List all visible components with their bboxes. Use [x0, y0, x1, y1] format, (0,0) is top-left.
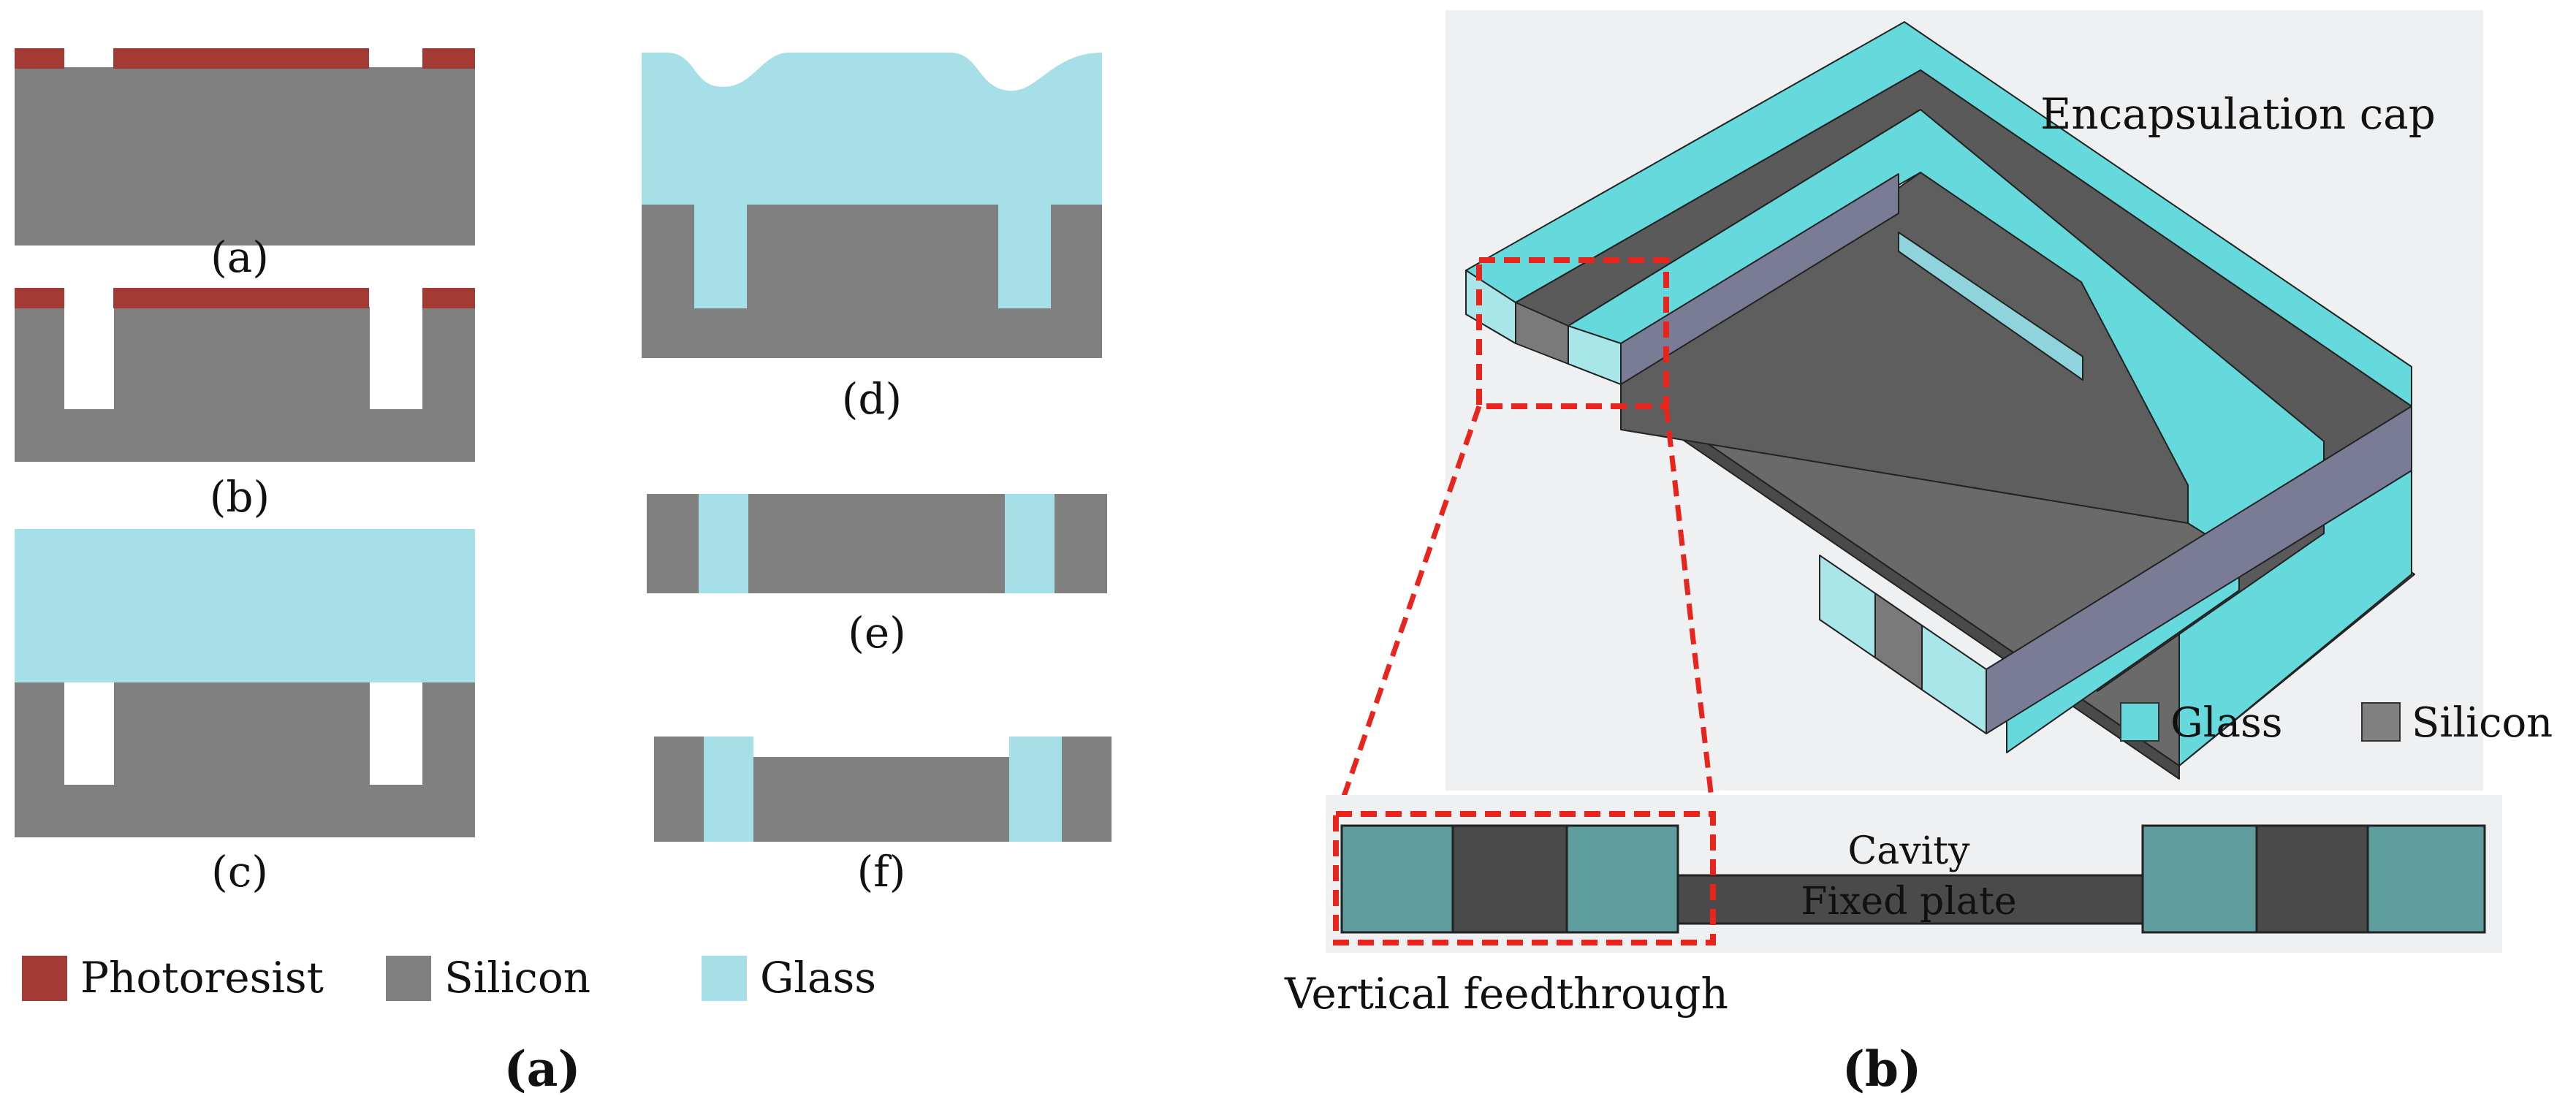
glass-layer	[15, 529, 475, 684]
glass-filled-trench	[998, 205, 1051, 308]
glass-via	[699, 494, 748, 593]
cavity-wall	[1898, 232, 2083, 381]
section-glass	[1565, 824, 1679, 934]
panel-a: (a) (b) (c) (d)	[15, 48, 1112, 1097]
legend-label: Photoresist	[80, 953, 324, 1002]
photoresist-segment	[113, 288, 369, 308]
section-silicon	[2255, 824, 2369, 934]
cavity-floor	[1620, 172, 2189, 524]
legend-swatch-silicon	[386, 956, 431, 1001]
glass-via	[1005, 494, 1055, 593]
feedthrough-label: Vertical feedthrough	[1284, 969, 1728, 1019]
panel-label: (a)	[504, 1040, 580, 1097]
step-e-diagram	[647, 494, 1107, 593]
legend-label: Silicon	[444, 953, 590, 1002]
highlight-box	[1476, 257, 1669, 409]
left-face-side-shadow	[1620, 173, 1899, 385]
thinned-silicon-plate	[753, 757, 1009, 842]
etched-trench	[64, 682, 114, 785]
reflowed-glass	[642, 53, 1102, 206]
step-c-diagram	[15, 529, 475, 837]
section-fixed-plate	[1676, 874, 2144, 925]
photoresist-segment	[15, 288, 64, 308]
glass-filled-trench	[694, 205, 747, 308]
step-label: (e)	[848, 608, 906, 658]
section-glass	[2366, 824, 2486, 934]
front-face-side-shadow	[1986, 406, 2412, 734]
photoresist-segment	[113, 48, 369, 69]
step-f-diagram	[654, 737, 1112, 842]
zoom-line	[1336, 405, 1482, 813]
photoresist-segment	[422, 288, 475, 308]
silicon-edge	[1062, 737, 1112, 842]
etched-trench	[370, 307, 422, 409]
step-b-diagram	[15, 288, 475, 462]
legend-b: Glass Silicon	[2120, 699, 2553, 747]
feedthrough-highlight-box	[1333, 811, 1716, 945]
cavity-label: Cavity	[1847, 829, 1970, 873]
diagram-title: Encapsulation cap	[2040, 89, 2436, 139]
step-label: (b)	[210, 472, 270, 522]
legend-a: Photoresist Silicon Glass	[22, 953, 876, 1002]
photoresist-segment	[15, 48, 64, 69]
legend-label: Glass	[760, 953, 876, 1002]
etched-trench	[64, 307, 114, 409]
step-a-diagram	[15, 48, 475, 246]
step-label: (a)	[210, 232, 269, 282]
encapsulation-cap-3d	[1465, 21, 2415, 780]
legend-swatch-glass	[2120, 702, 2159, 742]
cross-section: Cavity Fixed plate	[1326, 795, 2502, 953]
panel-b: Encapsulation cap Glass Silicon Cavity F…	[1284, 10, 2553, 1097]
zoom-line	[1663, 406, 1716, 812]
etched-trench	[370, 682, 422, 785]
silicon-substrate	[15, 67, 475, 246]
step-d-diagram	[642, 53, 1102, 358]
glass-via	[704, 737, 753, 842]
section-glass	[2141, 824, 2258, 934]
legend-label: Silicon	[2412, 699, 2553, 747]
legend-swatch-glass	[702, 956, 747, 1001]
step-label: (c)	[211, 847, 268, 897]
glass-via	[1009, 737, 1062, 842]
fixed-plate-label: Fixed plate	[1801, 880, 2016, 924]
photoresist-segment	[422, 48, 475, 69]
legend-label: Glass	[2170, 699, 2283, 747]
section-silicon	[1451, 824, 1568, 934]
panel-label: (b)	[1842, 1040, 1922, 1097]
step-label: (f)	[857, 847, 906, 897]
step-label: (d)	[842, 374, 902, 424]
legend-swatch-silicon	[2361, 702, 2401, 742]
section-glass	[1340, 824, 1454, 934]
legend-swatch-photoresist	[22, 956, 67, 1001]
silicon-edge	[654, 737, 704, 842]
